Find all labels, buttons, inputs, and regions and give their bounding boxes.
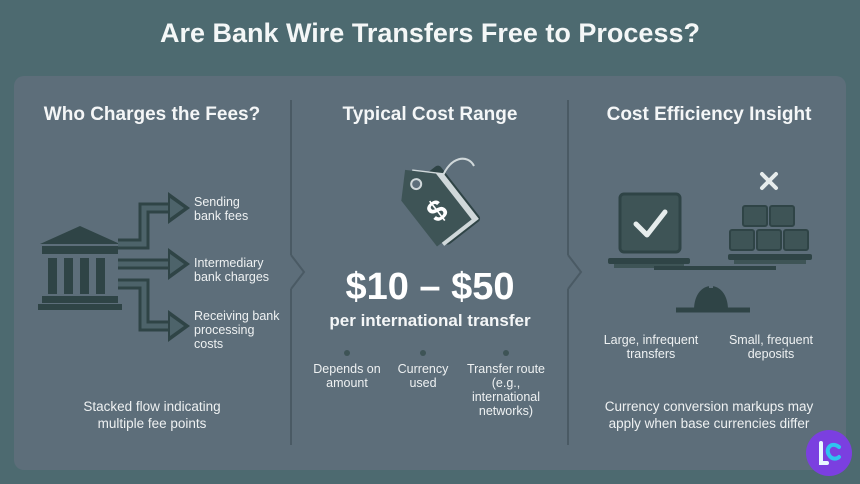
footer-line: apply when base currencies differ [608,416,810,431]
efficiency-footer: Currency conversion markups may apply wh… [583,398,835,432]
column-heading-fees: Who Charges the Fees? [43,104,261,125]
fee-source-line: bank fees [194,209,249,223]
footer-line: Stacked flow indicating [83,399,221,414]
column-divider-right [567,100,583,445]
fee-source-line: bank charges [194,270,270,284]
footer-line: Currency conversion markups may [604,399,814,414]
factor-line: Transfer route [466,362,546,376]
column-heading-cost: Typical Cost Range [342,104,518,125]
cost-factor-route: Transfer route (e.g., international netw… [456,362,556,418]
cost-factor-amount: Depends on amount [307,362,387,390]
footer-line: multiple fee points [97,416,207,431]
cost-range-subtitle: per international transfer [329,311,531,330]
factor-bullet [503,350,509,356]
fee-source-receiving: Receiving bank processing costs [194,309,279,351]
bank-icon [38,226,122,310]
factor-line: networks) [478,404,534,418]
fee-source-line: Sending [194,195,240,209]
insight-label-line: Small, frequent [728,333,814,347]
page-title: Are Bank Wire Transfers Free to Process? [160,18,700,48]
factor-line: used [409,376,437,390]
insight-label-line: Large, infrequent [603,333,699,347]
fee-source-sending: Sending bank fees [194,195,248,223]
factor-line: Depends on [313,362,381,376]
insight-label-small-deposits: Small, frequent deposits [716,333,826,361]
fee-source-line: costs [194,337,224,351]
content-panel [14,76,846,470]
fee-flow-arrows [118,192,190,342]
price-tag-icon: $ [401,157,481,247]
insight-label-line: deposits [747,347,795,361]
column-divider-left [290,100,306,445]
fee-source-intermediary: Intermediary bank charges [194,256,269,284]
factor-bullet [420,350,426,356]
fees-footer: Stacked flow indicating multiple fee poi… [20,398,284,432]
insight-label-line: transfers [626,347,676,361]
factor-line: amount [326,376,368,390]
cost-factor-currency: Currency used [388,362,458,390]
factor-line: (e.g., international [471,376,541,404]
insight-label-large-transfers: Large, infrequent transfers [596,333,706,361]
column-heading-efficiency: Cost Efficiency Insight [606,104,812,125]
fee-source-line: Receiving bank [194,309,280,323]
fee-source-line: Intermediary [194,256,264,270]
brand-logo [806,430,852,476]
brand-logo-icon [819,441,841,465]
factor-line: Currency [397,362,449,376]
fee-source-line: processing [194,323,255,337]
cost-range-value: $10 – $50 [345,266,515,308]
balance-scale-icon [608,172,812,313]
factor-bullet [344,350,350,356]
